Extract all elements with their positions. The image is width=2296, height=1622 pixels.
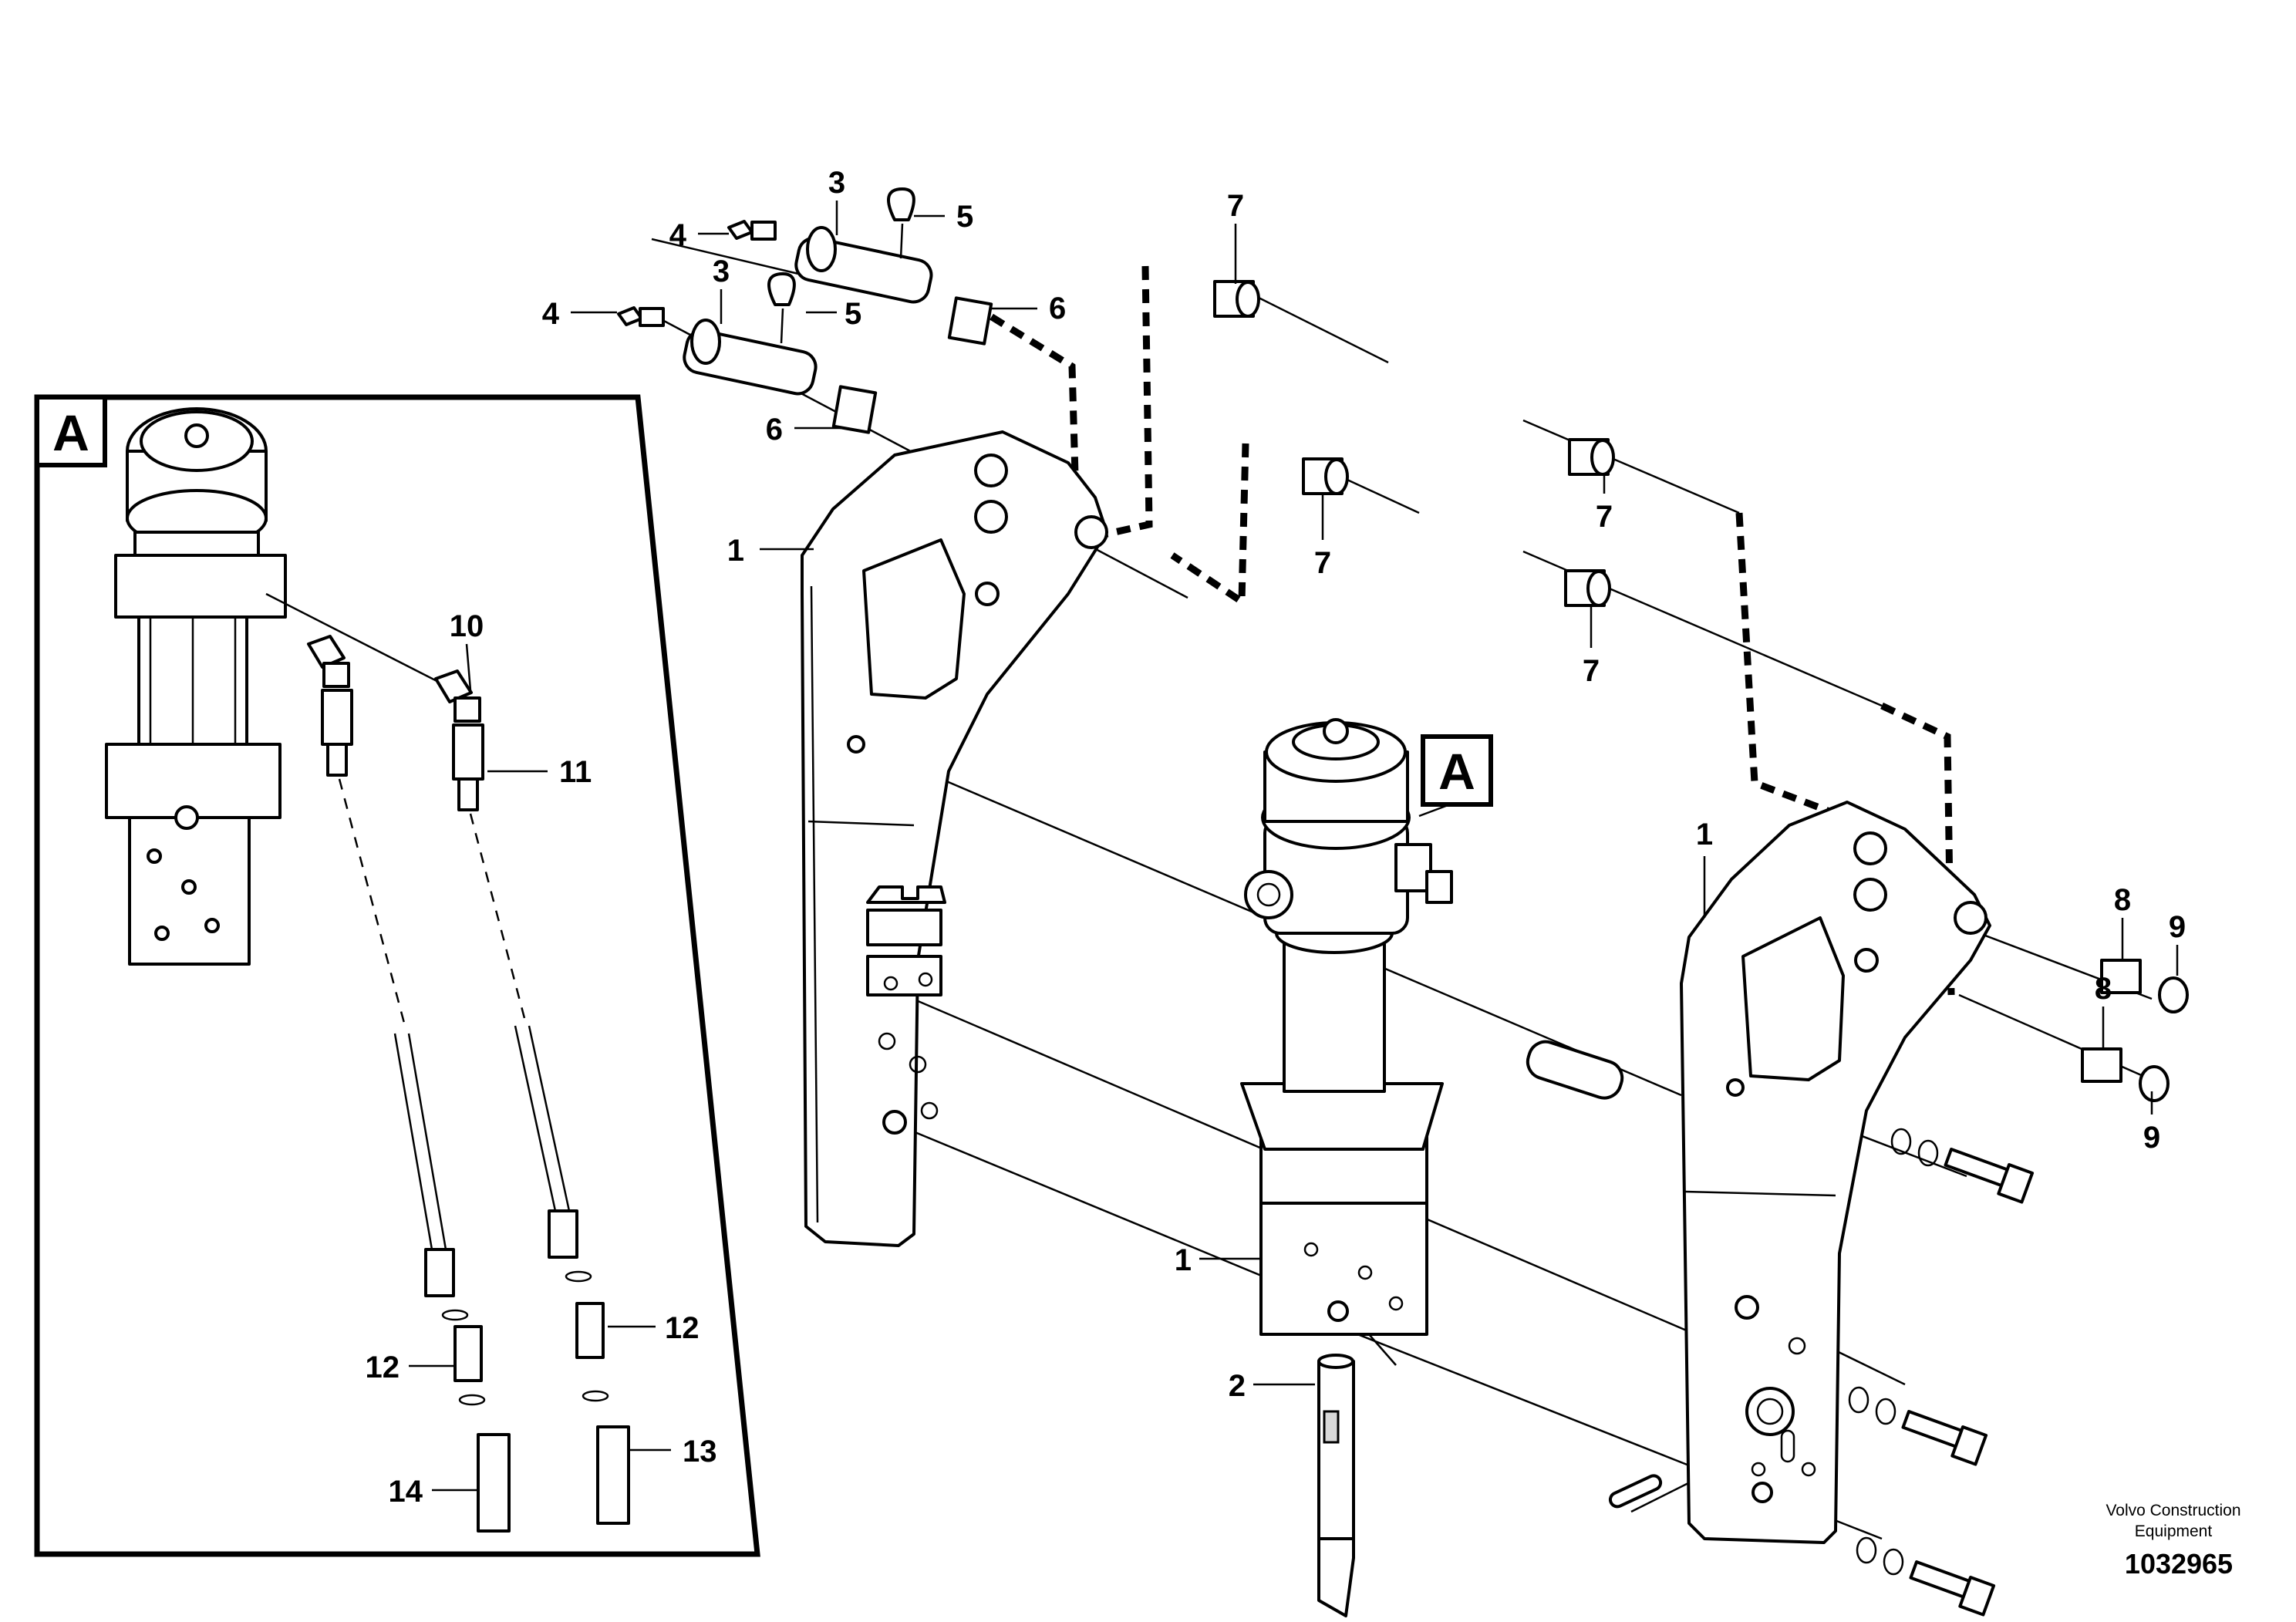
callout-5-lower: 5: [845, 297, 861, 331]
spacer-sleeve: [1526, 1040, 1624, 1100]
document-number: 1032965: [2125, 1548, 2233, 1580]
callout-7-b: 7: [1314, 546, 1331, 580]
callout-14: 14: [389, 1475, 423, 1509]
callout-4-lower: 4: [542, 297, 560, 331]
callout-3-upper: 3: [828, 166, 845, 200]
caption-line-2: Equipment: [2135, 1523, 2213, 1540]
callout-8-b: 8: [2095, 972, 2112, 1006]
callout-labels: 1 1 1 2 3 3 4 4 5 5 6 6 7 7 7 7 8 8 9 9 …: [366, 166, 2186, 1509]
chisel-tool: [1317, 1354, 1355, 1617]
callout-10: 10: [450, 609, 484, 643]
callout-3-lower: 3: [713, 255, 730, 288]
callout-7-d: 7: [1583, 654, 1600, 688]
callout-7-a: 7: [1227, 189, 1244, 223]
callout-5-upper: 5: [956, 200, 973, 234]
breaker-body: [1240, 718, 1453, 1336]
callout-6-upper: 6: [1049, 292, 1066, 325]
inset-hose-right: [265, 592, 630, 1525]
bolt-set: [1608, 1128, 2035, 1617]
caption-line-1: Volvo Construction: [2106, 1502, 2240, 1519]
callout-2: 2: [1229, 1369, 1246, 1403]
manufacturer-caption: Volvo Construction Equipment 1032965: [2106, 1502, 2240, 1580]
callout-9-b: 9: [2143, 1121, 2160, 1155]
right-side-plate: [1680, 801, 1991, 1544]
inset-letter-a: A: [52, 404, 89, 461]
detail-inset-a: A: [34, 394, 760, 1557]
callout-13: 13: [683, 1435, 717, 1469]
callout-1-left-plate: 1: [727, 534, 744, 568]
callout-7-c: 7: [1596, 500, 1613, 534]
bushings-set: [1213, 280, 2189, 1102]
inset-hose-left: [307, 635, 511, 1533]
marker-letter-a: A: [1438, 743, 1475, 800]
pin-set-lower: [617, 272, 878, 434]
callout-1-right-plate: 1: [1696, 818, 1713, 851]
pin-set-upper: [727, 187, 993, 346]
callout-leaders: [409, 201, 2179, 1492]
callout-11: 11: [559, 755, 592, 789]
inset-valve-assembly: [105, 407, 287, 966]
callout-8-a: 8: [2114, 883, 2131, 917]
callout-4-upper: 4: [669, 218, 687, 252]
callout-1-breaker: 1: [1175, 1243, 1192, 1277]
callout-12-right: 12: [665, 1311, 700, 1345]
left-side-plate: [801, 430, 1108, 1247]
detail-marker-a: A: [1418, 734, 1493, 818]
callout-9-a: 9: [2169, 910, 2186, 944]
callout-6-lower: 6: [766, 413, 783, 447]
callout-12-left: 12: [366, 1351, 400, 1384]
